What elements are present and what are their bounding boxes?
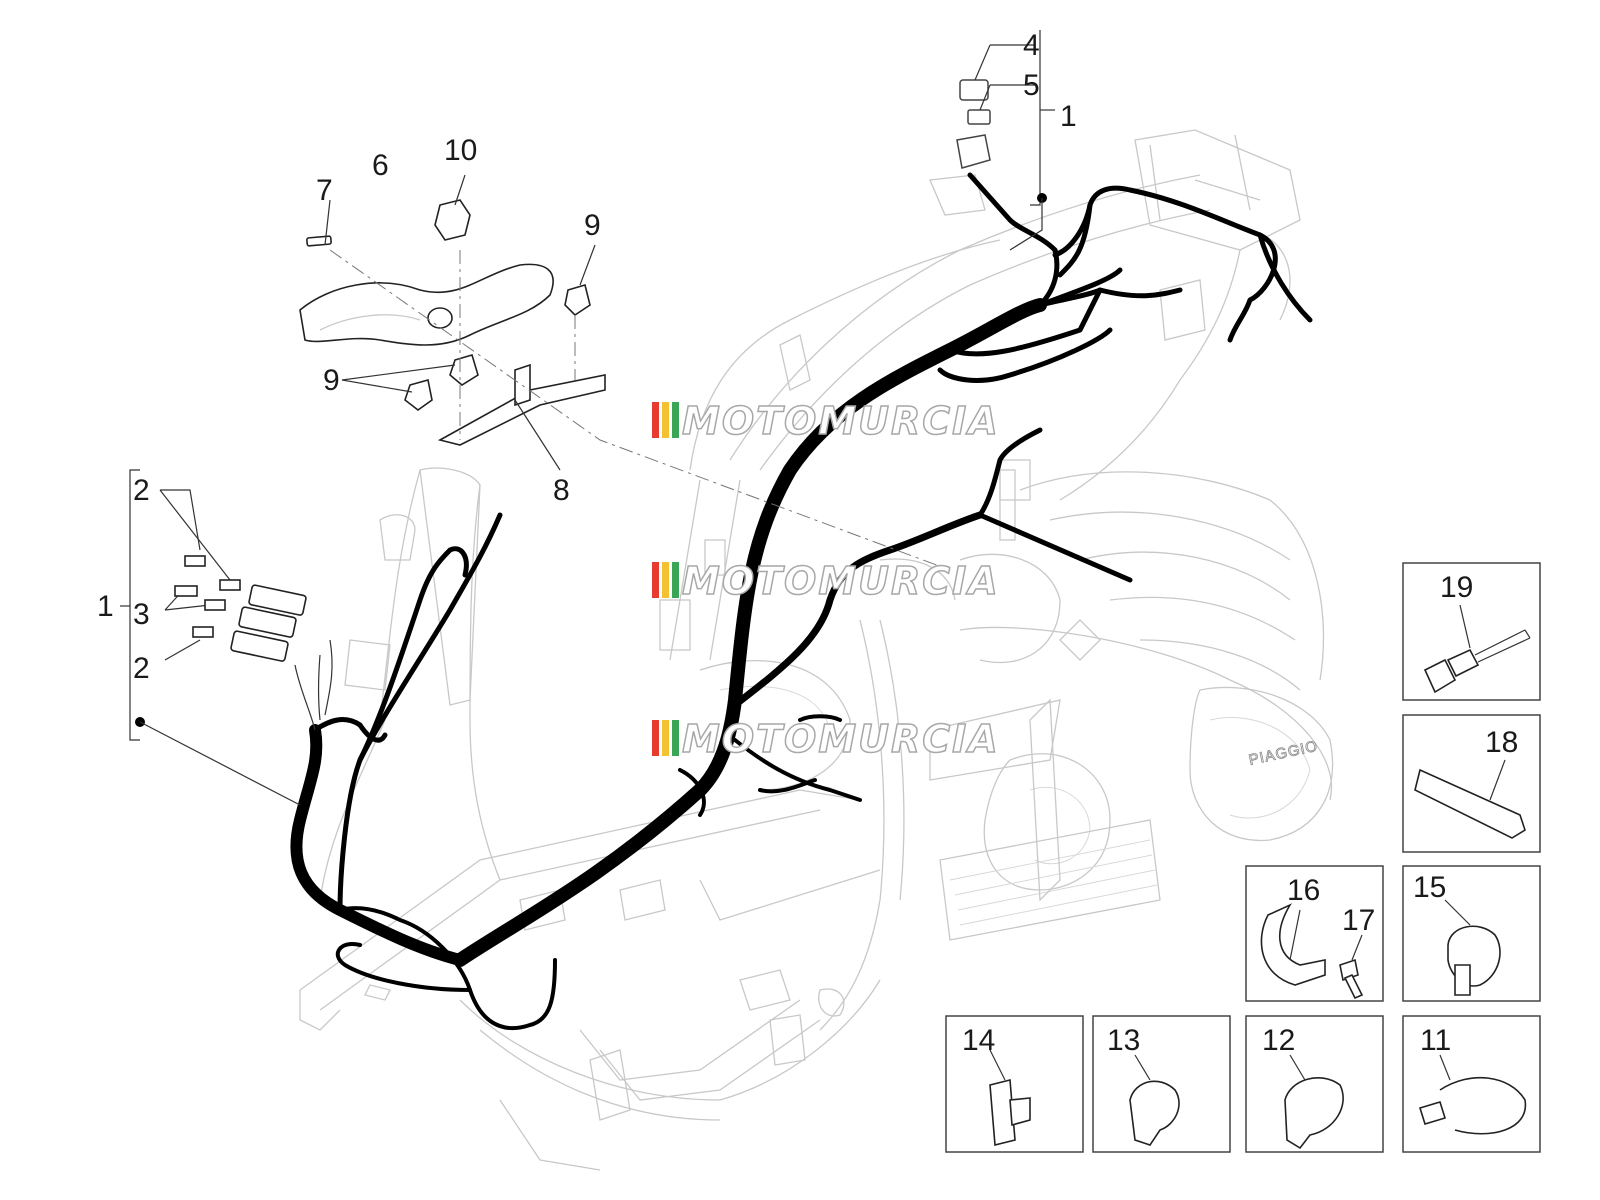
fuse-relay-group bbox=[956, 30, 1055, 251]
callout-7: 7 bbox=[316, 174, 333, 207]
callout-4: 4 bbox=[1023, 29, 1040, 62]
callout-13: 13 bbox=[1107, 1024, 1140, 1057]
watermark-1: MOTOMURCIA bbox=[652, 398, 1000, 444]
box-part-19 bbox=[1402, 562, 1541, 701]
callout-18: 18 bbox=[1485, 726, 1518, 759]
terminal-part-2b bbox=[219, 579, 241, 591]
connector-leads bbox=[294, 639, 333, 731]
callout-8: 8 bbox=[553, 474, 570, 507]
callout-5: 5 bbox=[1023, 69, 1040, 102]
handlebar-switch-group bbox=[299, 174, 951, 571]
callout-numbers: 1 4 5 6 7 8 9 9 10 1 2 2 3 11 12 13 14 1… bbox=[97, 29, 1518, 1057]
left-connector-group bbox=[120, 469, 307, 806]
callout-19: 19 bbox=[1440, 571, 1473, 604]
connector-block-a bbox=[248, 584, 307, 616]
callout-14: 14 bbox=[962, 1024, 995, 1057]
cover-part bbox=[299, 263, 554, 346]
screw-part bbox=[306, 235, 332, 247]
watermark-text-3: MOTOMURCIA bbox=[682, 717, 1000, 761]
fuse-cap-part bbox=[959, 79, 989, 101]
callout-17: 17 bbox=[1342, 904, 1375, 937]
connector-block-b bbox=[238, 606, 297, 638]
terminal-part-3b bbox=[204, 599, 226, 611]
callout-2-upper: 2 bbox=[133, 474, 150, 507]
callout-1-left: 1 bbox=[97, 590, 114, 623]
main-wiring-harness bbox=[290, 172, 1313, 1031]
sensor-part-9-upper bbox=[564, 283, 591, 317]
callout-12: 12 bbox=[1262, 1024, 1295, 1057]
terminal-part-2c bbox=[192, 626, 214, 638]
callout-11: 11 bbox=[1420, 1024, 1451, 1057]
fuse-holder-part bbox=[956, 134, 991, 169]
callout-10: 10 bbox=[444, 134, 477, 167]
engine-brand-label: PIAGGIO bbox=[1247, 738, 1319, 769]
callout-2-lower: 2 bbox=[133, 652, 150, 685]
callout-9-lower: 9 bbox=[323, 364, 340, 397]
fuse-part bbox=[967, 109, 991, 125]
terminal-part-2a bbox=[184, 555, 206, 567]
callout-3: 3 bbox=[133, 598, 150, 631]
callout-6: 6 bbox=[372, 149, 389, 182]
watermark-3: MOTOMURCIA bbox=[652, 716, 1000, 762]
callout-15: 15 bbox=[1413, 871, 1446, 904]
watermark-text-2: MOTOMURCIA bbox=[682, 559, 1000, 603]
terminal-part-3a bbox=[174, 585, 198, 597]
connector-block-c bbox=[230, 630, 289, 662]
sensor-part-9-b bbox=[404, 378, 433, 411]
callout-1-top: 1 bbox=[1060, 100, 1077, 133]
sensor-part-10 bbox=[434, 199, 471, 241]
watermark-2: MOTOMURCIA bbox=[652, 558, 1000, 604]
callout-16: 16 bbox=[1287, 874, 1320, 907]
callout-9-upper: 9 bbox=[584, 209, 601, 242]
parts-boxes bbox=[945, 562, 1541, 1153]
scooter-frame bbox=[299, 129, 1334, 1171]
watermark-text-1: MOTOMURCIA bbox=[682, 399, 1000, 443]
sensor-part-9-a bbox=[449, 354, 479, 386]
